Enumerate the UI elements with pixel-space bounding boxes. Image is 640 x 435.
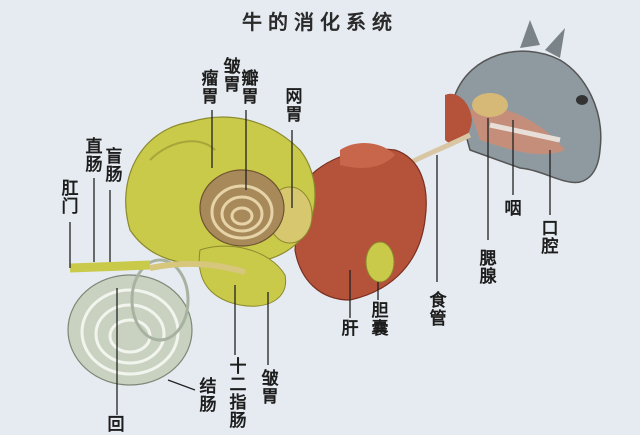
label-omasum: 瓣胃: [241, 69, 259, 107]
omasum: [199, 169, 285, 247]
label-colon: 结肠: [199, 377, 217, 415]
label-esophagus: 食管: [429, 291, 447, 329]
cow-head: [445, 20, 602, 184]
label-liver: 肝: [341, 319, 359, 339]
label-anus: 肛门: [61, 179, 79, 217]
label-abomasum-top: 皱胃: [223, 57, 241, 95]
label-rectum: 直肠: [85, 137, 103, 175]
label-rumen: 瘤胃: [201, 69, 219, 107]
page-title: 牛的消化系统: [242, 10, 398, 34]
label-abomasum: 皱胃: [261, 369, 279, 407]
label-ileum: 回: [107, 415, 125, 435]
gallbladder: [365, 241, 395, 283]
liver: [294, 143, 427, 301]
pointer-lines: [69, 110, 551, 415]
label-mouth: 口腔: [541, 219, 559, 257]
label-duodenum: 十二指肠: [229, 357, 247, 431]
label-cecum: 盲肠: [105, 147, 123, 185]
intestines: [67, 258, 246, 386]
label-gallbladder: 胆囊: [371, 301, 389, 339]
abomasum: [198, 245, 287, 307]
label-parotid: 腮腺: [479, 249, 497, 287]
label-reticulum: 网胃: [285, 87, 303, 125]
label-pharynx: 咽: [504, 199, 522, 219]
